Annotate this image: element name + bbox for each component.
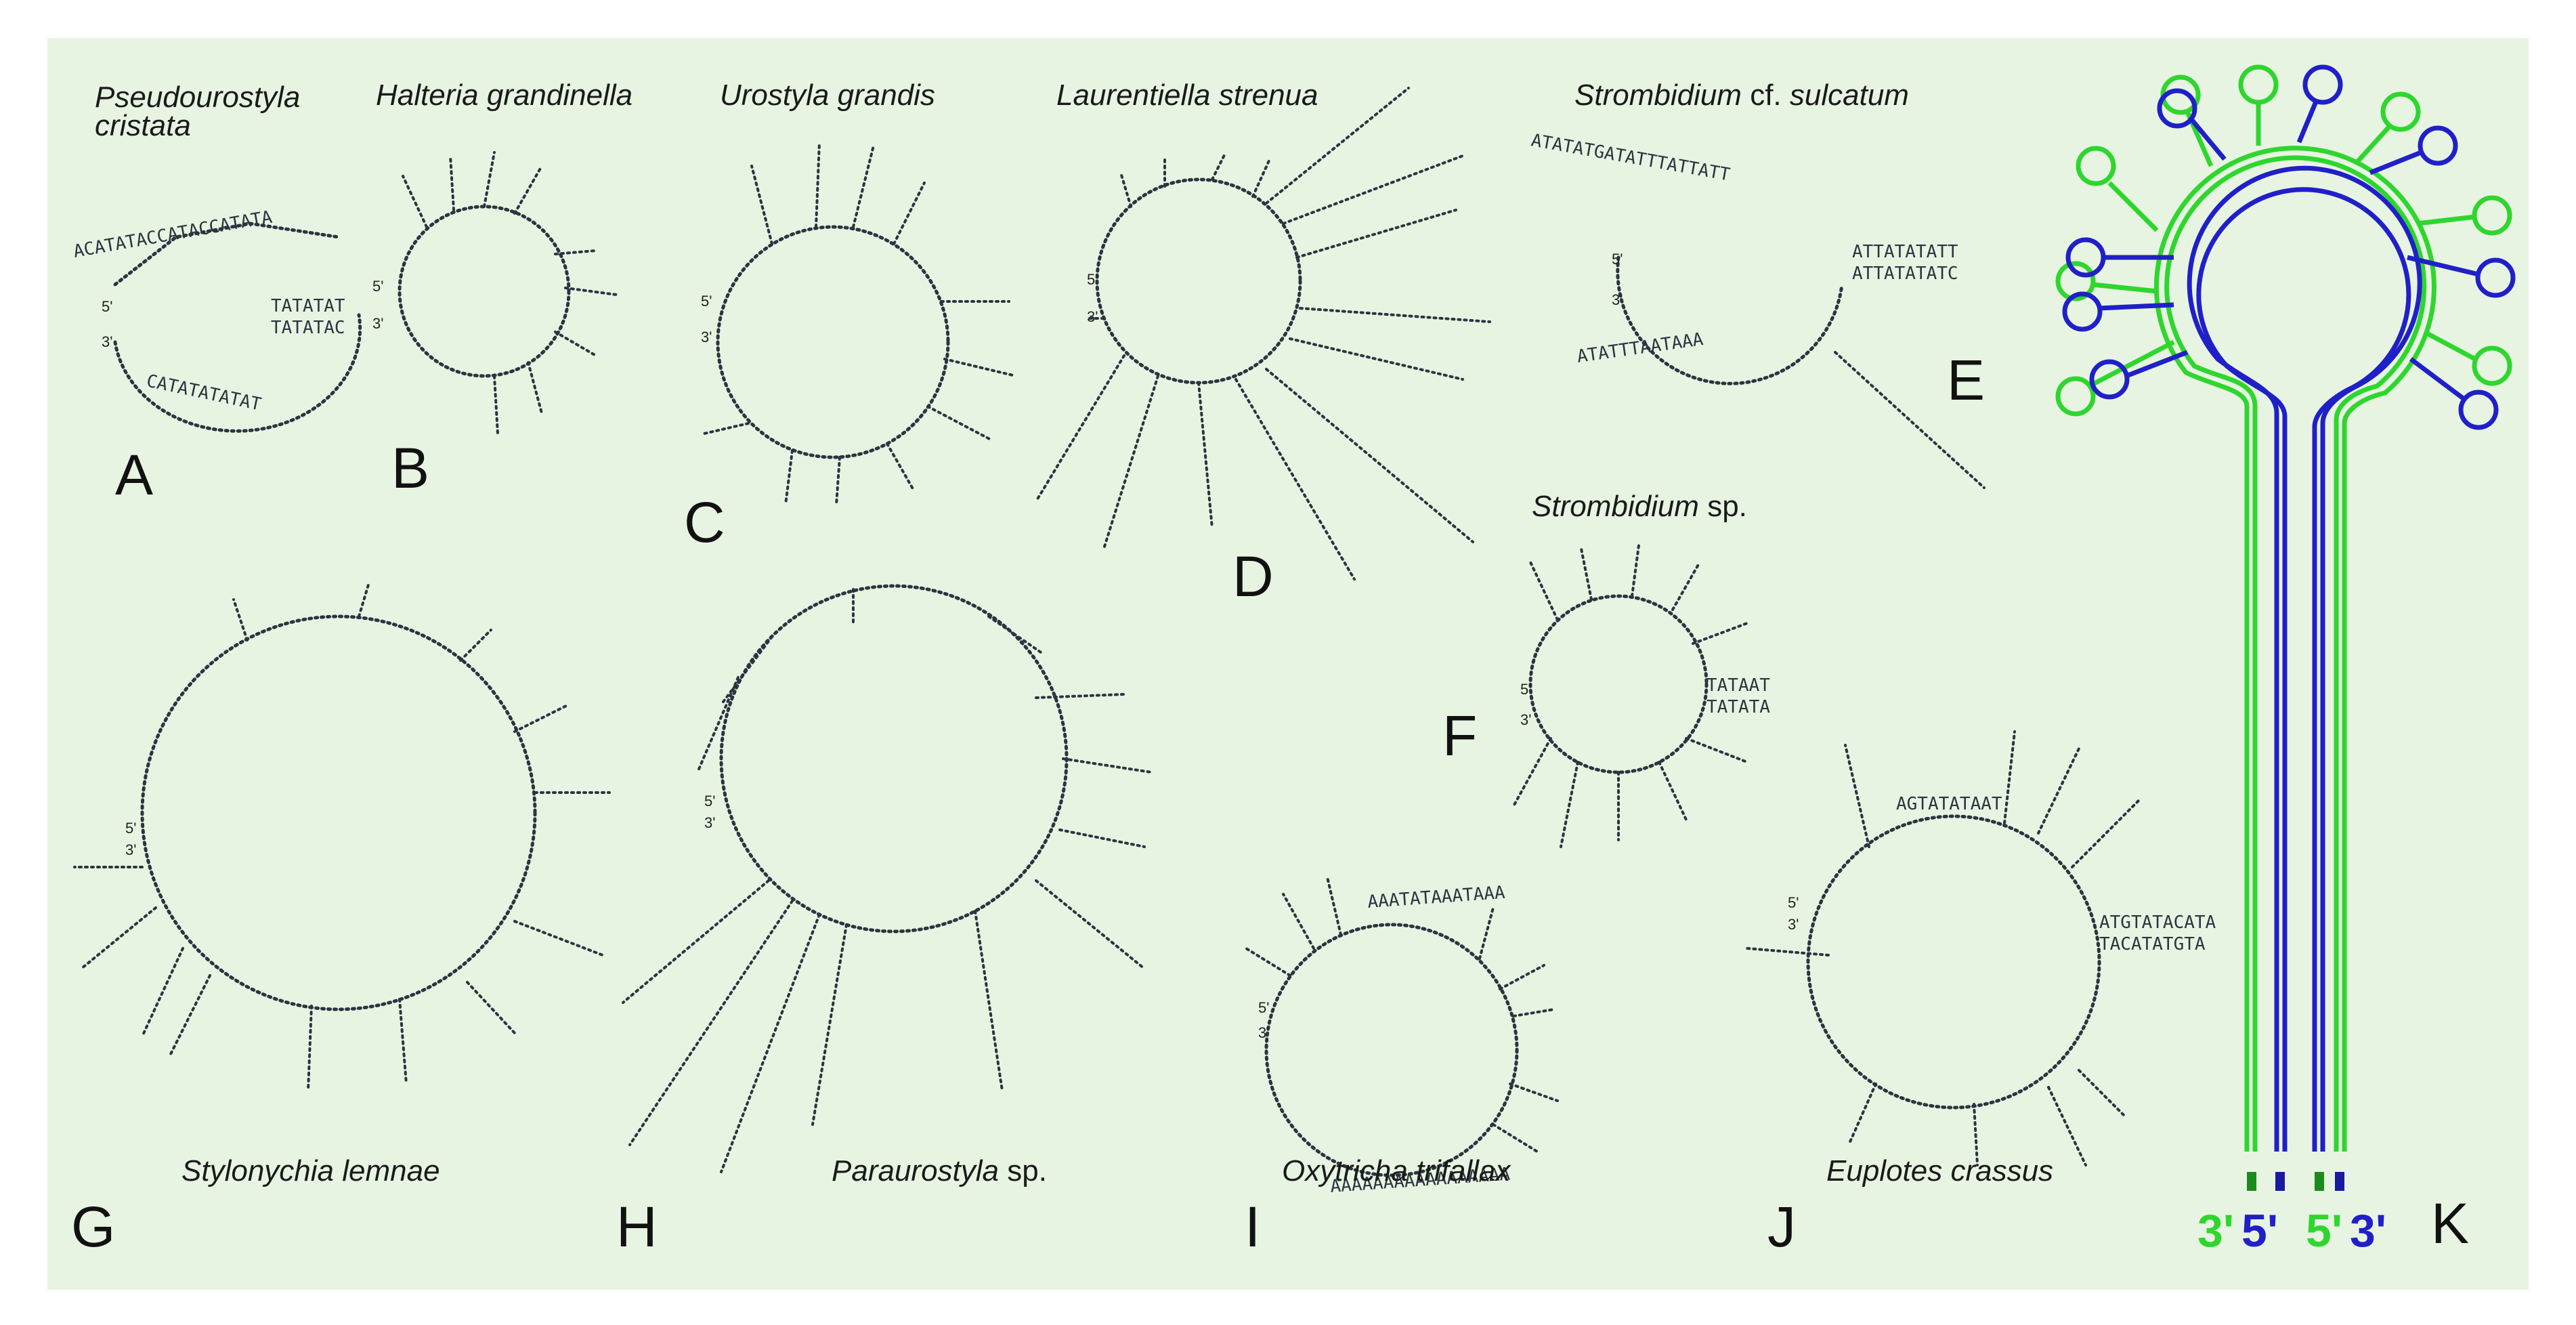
species-label-e: Strombidium cf. sulcatum <box>1574 79 1909 112</box>
loop-i <box>1264 923 1519 1177</box>
panel-letter-e: E <box>1947 348 1985 412</box>
five-prime-d: 5' <box>1087 271 1098 288</box>
species-label-g: Stylonychia lemnae <box>181 1154 440 1187</box>
species-label-e-italic: Strombidium <box>1574 79 1742 112</box>
species-label-f-italic: Strombidium <box>1532 490 1699 523</box>
five-prime-b: 5' <box>372 278 383 295</box>
loop-c <box>716 225 950 459</box>
panel-b: Halteria grandinella 5' 3' B <box>372 79 632 500</box>
stem-j-top-seq: AGTATATAAT <box>1896 794 2002 814</box>
blue-end-marker-right <box>2335 1172 2344 1191</box>
loop-g <box>140 614 537 1011</box>
k-label-5prime-right: 5' <box>2306 1205 2342 1257</box>
species-label-f: Strombidium sp. <box>1532 490 1747 523</box>
hairpins-i <box>1245 876 1559 1153</box>
panel-j: AGTATATAAT ATGTATACATA TACATATGTA 5' 3' … <box>1746 730 2216 1259</box>
species-label-e-italic2: sulcatum <box>1790 79 1909 112</box>
species-label-h-plain: sp. <box>999 1154 1047 1187</box>
species-label-i: Oxytricha trifallax <box>1282 1154 1511 1187</box>
five-prime-a: 5' <box>102 298 112 315</box>
panel-letter-f: F <box>1442 704 1477 767</box>
species-label-c: Urostyla grandis <box>720 79 935 112</box>
loop-a-upper <box>113 222 341 287</box>
three-prime-g: 3' <box>125 841 136 858</box>
panel-g: 5' 3' Stylonychia lemnae G <box>71 581 611 1259</box>
five-prime-g: 5' <box>125 820 136 837</box>
loop-a <box>113 313 362 433</box>
figure-background <box>47 38 2529 1290</box>
blue-end-marker-left <box>2275 1172 2285 1191</box>
hairpins-h <box>622 588 1153 1173</box>
loop-j <box>1806 814 2101 1110</box>
stem-j-right-seq: ATGTATACATA <box>2099 912 2216 933</box>
panel-letter-g: G <box>71 1195 115 1259</box>
five-prime-e: 5' <box>1612 251 1623 268</box>
five-prime-i: 5' <box>1258 999 1269 1016</box>
stem-e-right2-seq: ATTATATATC <box>1852 264 1958 284</box>
stem-f-right-seq: TATAAT <box>1706 675 1770 696</box>
species-label-a-line1: Pseudourostyla <box>95 81 300 114</box>
species-label-d: Laurentiella strenua <box>1056 79 1318 112</box>
loop-f <box>1528 594 1709 774</box>
five-prime-j: 5' <box>1788 894 1799 911</box>
three-prime-h: 3' <box>704 814 715 831</box>
panel-k-schematic: 3' 5' 5' 3' K <box>2055 64 2516 1257</box>
hairpins-f <box>1512 544 1748 848</box>
panel-d: Laurentiella strenua 5' 3' D <box>1035 79 1491 608</box>
panel-letter-h: H <box>616 1195 658 1259</box>
panel-c: Urostyla grandis 5' 3' C <box>684 79 1017 554</box>
three-prime-a: 3' <box>102 333 112 350</box>
hairpins-c <box>703 141 1017 506</box>
panel-letter-a: A <box>115 443 153 507</box>
three-prime-j: 3' <box>1788 916 1799 933</box>
species-label-h-italic: Paraurostyla <box>832 1154 999 1187</box>
stem-a-right-seq: TATATAT <box>271 296 345 316</box>
green-end-marker-right <box>2315 1172 2324 1191</box>
panel-i: AAATATAAATAAA AAAAAAAAAAAAAAAAA 5' 3' Ox… <box>1245 876 1559 1259</box>
five-prime-c: 5' <box>701 293 712 310</box>
three-prime-e: 3' <box>1612 291 1623 308</box>
panel-letter-i: I <box>1245 1195 1260 1259</box>
k-label-5prime-left: 5' <box>2241 1205 2278 1257</box>
three-prime-c: 3' <box>701 329 712 345</box>
stem-f-right2-seq: TATATA <box>1706 697 1770 717</box>
species-label-h: Paraurostyla sp. <box>832 1154 1047 1187</box>
panel-letter-b: B <box>391 436 429 500</box>
species-label-f-plain: sp. <box>1699 490 1747 523</box>
stem-e-right-seq: ATTATATATT <box>1852 242 1958 262</box>
five-prime-f: 5' <box>1520 681 1531 698</box>
panel-letter-d: D <box>1232 545 1274 608</box>
loop-h <box>719 584 1069 933</box>
panel-letter-j: J <box>1767 1195 1796 1259</box>
three-prime-i: 3' <box>1258 1024 1269 1041</box>
panel-letter-c: C <box>684 490 725 554</box>
species-label-j: Euplotes crassus <box>1826 1154 2053 1187</box>
species-label-e-plain: cf. <box>1742 79 1790 112</box>
hairpins-b <box>402 151 618 435</box>
three-prime-f: 3' <box>1520 711 1531 728</box>
species-label-a-line2: cristata <box>95 109 191 142</box>
stem-a-right2-seq: TATATAC <box>271 318 345 338</box>
blue-strand <box>2062 64 2516 1152</box>
species-label-b: Halteria grandinella <box>376 79 632 112</box>
green-end-marker-left <box>2247 1172 2256 1191</box>
stem-j-right2-seq: TACATATGTA <box>2099 934 2206 954</box>
stem-e-long <box>1834 351 1985 489</box>
k-label-3prime-left: 3' <box>2197 1205 2234 1257</box>
k-label-3prime-right: 3' <box>2350 1205 2386 1257</box>
panel-f: Strombidium sp. TATAAT TATATA 5' 3' F <box>1442 490 1770 848</box>
hairpins-g <box>73 581 611 1092</box>
three-prime-d: 3' <box>1087 308 1098 325</box>
loop-e <box>1616 255 1844 385</box>
panel-h: 5' 3' Paraurostyla sp. H <box>616 584 1153 1259</box>
five-prime-h: 5' <box>704 793 715 809</box>
three-prime-b: 3' <box>372 315 383 332</box>
hairpins-d <box>1035 87 1491 581</box>
panel-letter-k: K <box>2431 1192 2469 1255</box>
hairpins-j <box>1746 730 2141 1166</box>
